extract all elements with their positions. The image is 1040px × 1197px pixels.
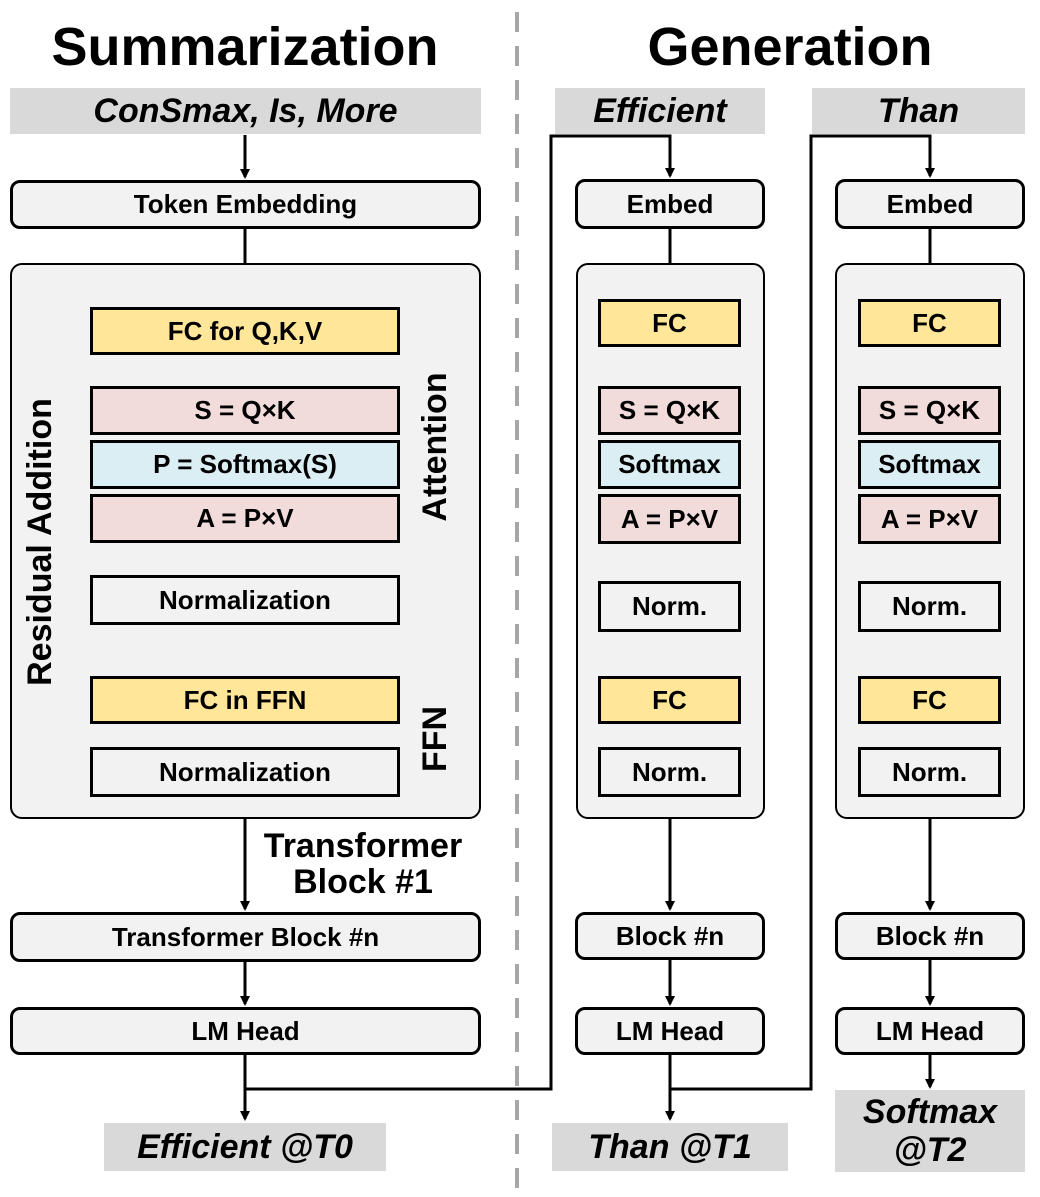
gen1-norm1-box: Norm. [598, 581, 741, 632]
gen2-lm-head-box: LM Head [835, 1007, 1025, 1055]
gen2-fc-qkv-box: FC [858, 299, 1001, 347]
gen1-embed-box: Embed [575, 179, 765, 229]
gen2-input-token: Than [812, 88, 1025, 134]
gen2-norm2-box: Norm. [858, 747, 1001, 797]
gen2-norm1-box: Norm. [858, 581, 1001, 632]
gen2-fc-ffn-box: FC [858, 676, 1001, 724]
gen1-fc-ffn-box: FC [598, 676, 741, 724]
gen2-score-matmul-box: S = Q×K [858, 386, 1001, 435]
score-matmul-box: S = Q×K [90, 386, 400, 435]
gen1-attention-matmul-box: A = P×V [598, 494, 741, 544]
fc-qkv-box: FC for Q,K,V [90, 307, 400, 355]
summarization-input-tokens: ConSmax, Is, More [10, 88, 481, 134]
gen1-softmax-box: Softmax [598, 440, 741, 489]
gen2-block-n-box: Block #n [835, 912, 1025, 960]
token-embedding-box: Token Embedding [10, 180, 481, 229]
generation-title: Generation [647, 17, 933, 77]
gen2-attention-matmul-box: A = P×V [858, 494, 1001, 544]
gen1-norm2-box: Norm. [598, 747, 741, 797]
gen2-output-line2: @T2 [893, 1131, 967, 1169]
gen2-output-token: Softmax @T2 [835, 1090, 1025, 1172]
gen1-output-token: Than @T1 [552, 1123, 788, 1171]
fc-ffn-box: FC in FFN [90, 676, 400, 724]
gen1-input-token: Efficient [555, 88, 765, 134]
attention-matmul-box: A = P×V [90, 494, 400, 543]
transformer-block-caption-line1: Transformer [263, 827, 463, 865]
summarization-output-token: Efficient @T0 [104, 1123, 386, 1171]
attention-label: Attention [415, 372, 454, 522]
ffn-label: FFN [415, 705, 454, 773]
transformer-block-n-box: Transformer Block #n [10, 912, 481, 962]
gen1-score-matmul-box: S = Q×K [598, 386, 741, 435]
lm-head-box: LM Head [10, 1007, 481, 1055]
gen1-lm-head-box: LM Head [575, 1007, 765, 1055]
gen2-output-line1: Softmax [862, 1093, 998, 1131]
gen1-block-n-box: Block #n [575, 912, 765, 960]
attention-normalization-box: Normalization [90, 575, 400, 625]
summarization-title: Summarization [51, 17, 439, 77]
residual-addition-label: Residual Addition [20, 398, 59, 686]
ffn-normalization-box: Normalization [90, 747, 400, 797]
transformer-block-caption-line2: Block #1 [293, 863, 433, 901]
gen2-embed-box: Embed [835, 179, 1025, 229]
gen1-fc-qkv-box: FC [598, 299, 741, 347]
softmax-box: P = Softmax(S) [90, 440, 400, 489]
gen2-softmax-box: Softmax [858, 440, 1001, 489]
